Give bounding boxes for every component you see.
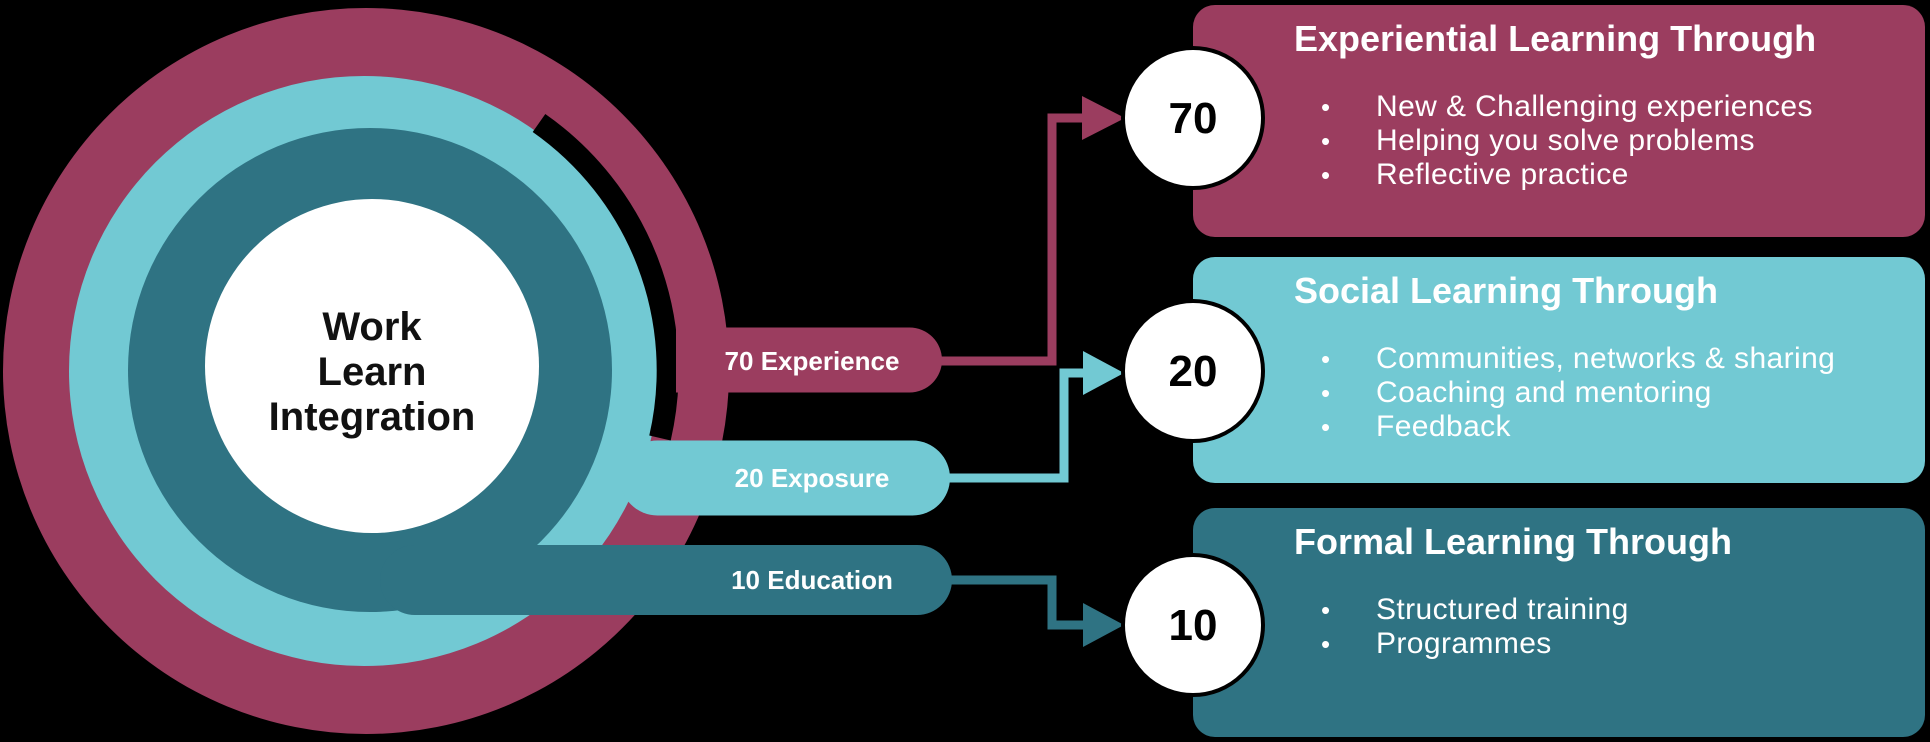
list-item: • Helping you solve problems: [1193, 124, 1925, 158]
center-label: Work Learn Integration: [269, 305, 476, 439]
bullet-icon: •: [1321, 595, 1331, 625]
bullet-text: Programmes: [1376, 627, 1552, 660]
center-circle: [205, 199, 539, 533]
center-label-line3: Integration: [269, 395, 476, 439]
center-label-line1: Work: [322, 305, 422, 349]
list-item: • New & Challenging experiences: [1193, 90, 1925, 124]
card-social-learning: Social Learning Through • Communities, ne…: [1193, 257, 1925, 483]
connector-experience: [930, 96, 1125, 366]
center-label-line2: Learn: [318, 350, 427, 394]
list-item: • Programmes: [1193, 627, 1925, 661]
list-item: • Communities, networks & sharing: [1193, 342, 1925, 376]
bullet-icon: •: [1321, 378, 1331, 408]
arrowhead-exposure-icon: [1083, 351, 1124, 395]
tail-experience-pill: [676, 327, 942, 393]
ring-education: [128, 128, 612, 612]
tail-education-pill: [380, 545, 952, 615]
card-title-formal: Formal Learning Through: [1294, 521, 1732, 562]
connector-education-line: [946, 575, 1083, 630]
tail-education: 10 Education: [380, 545, 952, 615]
list-item: • Structured training: [1193, 593, 1925, 627]
bullet-text: Structured training: [1376, 593, 1629, 626]
bullet-icon: •: [1321, 344, 1331, 374]
bullet-icon: •: [1321, 412, 1331, 442]
bullet-icon: •: [1321, 92, 1331, 122]
card-title-social: Social Learning Through: [1294, 270, 1719, 311]
card-formal-learning: Formal Learning Through • Structured trai…: [1193, 508, 1925, 737]
connector-education: [946, 575, 1124, 647]
bullet-icon: •: [1321, 629, 1331, 659]
tail-experience-joint: [676, 327, 736, 393]
ring-experience: [3, 8, 729, 734]
tail-exposure-pill: [620, 440, 950, 516]
card-experiential-learning: Experiential Learning Through • New & Cha…: [1193, 5, 1925, 237]
card-title-experiential: Experiential Learning Through: [1294, 18, 1817, 59]
connector-exposure: [944, 351, 1124, 483]
tail-exposure-label: 20 Exposure: [735, 463, 890, 493]
list-item: • Feedback: [1193, 410, 1925, 444]
list-item: • Reflective practice: [1193, 158, 1925, 192]
ring-exposure: [69, 76, 659, 666]
tail-education-label: 10 Education: [731, 565, 893, 595]
card-experiential-bullet-list: • New & Challenging experiences • Helping …: [1193, 90, 1925, 192]
bullet-text: Helping you solve problems: [1376, 124, 1755, 157]
bullet-text: Feedback: [1376, 410, 1511, 443]
bullet-text: Communities, networks & sharing: [1376, 342, 1836, 375]
bullet-text: New & Challenging experiences: [1376, 90, 1813, 123]
connector-experience-line: [930, 113, 1082, 366]
ring-gap-divider: [532, 113, 679, 441]
bullet-icon: •: [1321, 126, 1331, 156]
list-item: • Coaching and mentoring: [1193, 376, 1925, 410]
tail-experience-label: 70 Experience: [725, 346, 900, 376]
tail-experience: 70 Experience: [676, 327, 942, 393]
bullet-text: Reflective practice: [1376, 158, 1629, 191]
connector-exposure-line: [944, 368, 1083, 483]
arrowhead-experience-icon: [1082, 96, 1125, 140]
card-social-bullet-list: • Communities, networks & sharing • Coachi…: [1193, 342, 1925, 444]
bullet-text: Coaching and mentoring: [1376, 376, 1712, 409]
bullet-icon: •: [1321, 160, 1331, 190]
arrowhead-education-icon: [1083, 603, 1124, 647]
card-formal-bullet-list: • Structured training • Programmes: [1193, 593, 1925, 661]
tail-exposure: 20 Exposure: [620, 440, 950, 516]
